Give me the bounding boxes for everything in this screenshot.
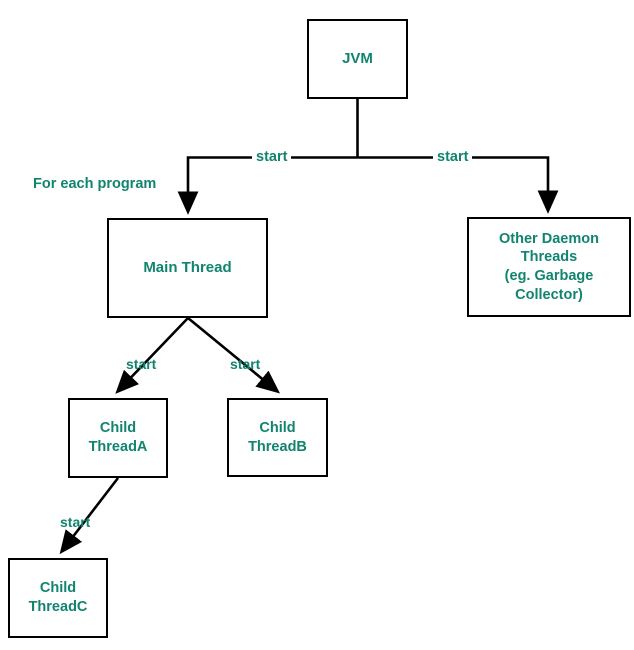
- edge-label-start-child-thread-a: start: [126, 356, 157, 372]
- edge-label-start-main-thread: start: [252, 149, 292, 166]
- edge-label-start-child-thread-b: start: [230, 356, 261, 372]
- edge-jvm-to-main: [177, 156, 358, 215]
- node-jvm[interactable]: JVM: [307, 19, 408, 99]
- edge-main-to-childa: [115, 317, 189, 394]
- edge-label-start-child-thread-c: start: [60, 514, 91, 530]
- edge-main-to-childb: [187, 316, 281, 394]
- node-child-thread-a[interactable]: Child ThreadA: [68, 398, 168, 478]
- edge-label-start-daemon-threads: start: [433, 149, 473, 166]
- node-other-daemon-threads[interactable]: Other Daemon Threads (eg. Garbage Collec…: [467, 217, 631, 317]
- edge-label-for-each-program: For each program: [33, 176, 157, 192]
- node-child-thread-b[interactable]: Child ThreadB: [227, 398, 328, 477]
- node-child-thread-c[interactable]: Child ThreadC: [8, 558, 108, 638]
- node-main-thread[interactable]: Main Thread: [107, 218, 268, 318]
